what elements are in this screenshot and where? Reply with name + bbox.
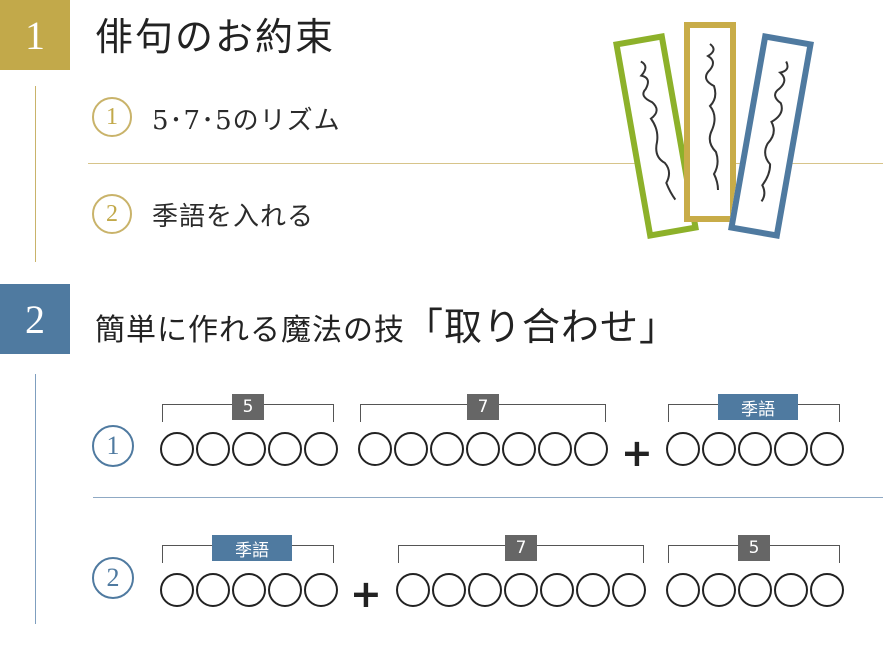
syllable-tag: 5 (738, 535, 770, 561)
kigo-tag: 季語 (212, 535, 292, 561)
section-2-title-text: 簡単に作れる魔法の技 (95, 313, 405, 348)
divider (88, 163, 883, 164)
item-1-label: 5･7･5のリズム (152, 106, 341, 136)
kigo-tag: 季語 (718, 394, 798, 420)
tanzaku-yellow (684, 22, 736, 222)
syllable-circles (666, 432, 844, 466)
syllable-circles (160, 573, 338, 607)
item-2-label: 季語を入れる (152, 202, 315, 232)
section-2-title-quote: 「取り合わせ」 (405, 305, 679, 349)
item-1-number: 1 (92, 97, 132, 137)
syllable-tag: 7 (505, 535, 537, 561)
syllable-circles (358, 432, 608, 466)
pattern-2-number: 2 (92, 557, 134, 599)
syllable-tag: 5 (232, 394, 264, 420)
pattern-1-number: 1 (92, 425, 134, 467)
section-1-number: 1 (0, 0, 70, 70)
plus-sign: + (621, 431, 653, 475)
item-2-number: 2 (92, 194, 132, 234)
section-2-title: 簡単に作れる魔法の技「取り合わせ」 (95, 296, 678, 351)
section-2-line (35, 374, 36, 624)
syllable-circles (666, 573, 844, 607)
tanzaku-green (613, 33, 699, 239)
tanzaku-blue (728, 33, 814, 239)
syllable-circles (396, 573, 646, 607)
divider (93, 497, 883, 498)
section-1-title: 俳句のお約束 (95, 15, 336, 59)
syllable-tag: 7 (467, 394, 499, 420)
syllable-circles (160, 432, 338, 466)
section-2-number: 2 (0, 284, 70, 354)
section-1-line (35, 86, 36, 262)
plus-sign: + (350, 572, 382, 616)
